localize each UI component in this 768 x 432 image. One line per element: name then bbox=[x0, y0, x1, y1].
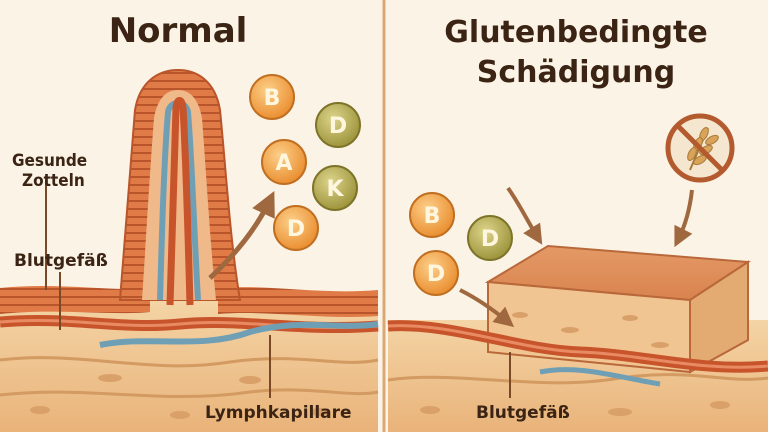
tissue-cells bbox=[30, 374, 330, 419]
mucosa-texture bbox=[512, 312, 669, 348]
absorption-arrow bbox=[208, 190, 275, 280]
arrow-to-mucosa bbox=[506, 186, 543, 245]
tissue-layer-line bbox=[0, 388, 379, 399]
label-blood-vessel-right: Blutgefäß bbox=[476, 403, 570, 423]
arrow-blocked bbox=[459, 288, 515, 328]
nutrient-A: A bbox=[261, 139, 307, 185]
tissue-layer-line bbox=[0, 356, 379, 368]
lymph-capillary bbox=[99, 321, 379, 348]
nutrient-D: D bbox=[273, 205, 319, 251]
blood-vessel-highlight bbox=[387, 324, 768, 369]
svg-text:D: D bbox=[427, 262, 445, 287]
svg-text:D: D bbox=[481, 227, 499, 252]
left-panel: B D A K D Normal Gesunde Zotteln Blutgef… bbox=[0, 11, 379, 432]
tissue-layer-line bbox=[387, 373, 768, 385]
label-villi-line1: Gesunde bbox=[12, 151, 87, 171]
nutrient-B: B bbox=[409, 192, 455, 238]
right-title-line2: Schädigung bbox=[477, 55, 675, 90]
no-gluten-icon bbox=[665, 113, 735, 183]
nutrient-K: K bbox=[312, 165, 358, 211]
nutrient-B: B bbox=[249, 74, 295, 120]
label-lymph: Lymphkapillare bbox=[205, 403, 352, 423]
nutrient-D: D bbox=[467, 215, 513, 261]
tissue-cells-right bbox=[420, 401, 730, 416]
svg-text:D: D bbox=[287, 217, 305, 242]
svg-text:B: B bbox=[264, 86, 281, 111]
villus-blood-loop bbox=[166, 97, 194, 306]
right-panel: B D D Blutgefäß G bbox=[387, 15, 768, 432]
epithelium-right bbox=[218, 287, 378, 317]
left-title: Normal bbox=[109, 11, 248, 51]
svg-text:A: A bbox=[275, 151, 292, 176]
nutrient-D: D bbox=[413, 250, 459, 296]
nutrient-D: D bbox=[315, 102, 361, 148]
svg-text:K: K bbox=[326, 177, 344, 202]
label-villi-line2: Zotteln bbox=[22, 171, 85, 191]
svg-text:B: B bbox=[424, 204, 441, 229]
right-title-line1: Glutenbedingte bbox=[444, 15, 707, 50]
svg-text:D: D bbox=[329, 114, 347, 139]
label-villi: Gesunde Zotteln bbox=[12, 151, 92, 191]
label-blood-vessel-left: Blutgefäß bbox=[14, 251, 108, 271]
arrow-from-gluten bbox=[674, 189, 694, 248]
epithelium-left bbox=[0, 286, 150, 314]
lymph-capillary-right bbox=[539, 367, 661, 387]
